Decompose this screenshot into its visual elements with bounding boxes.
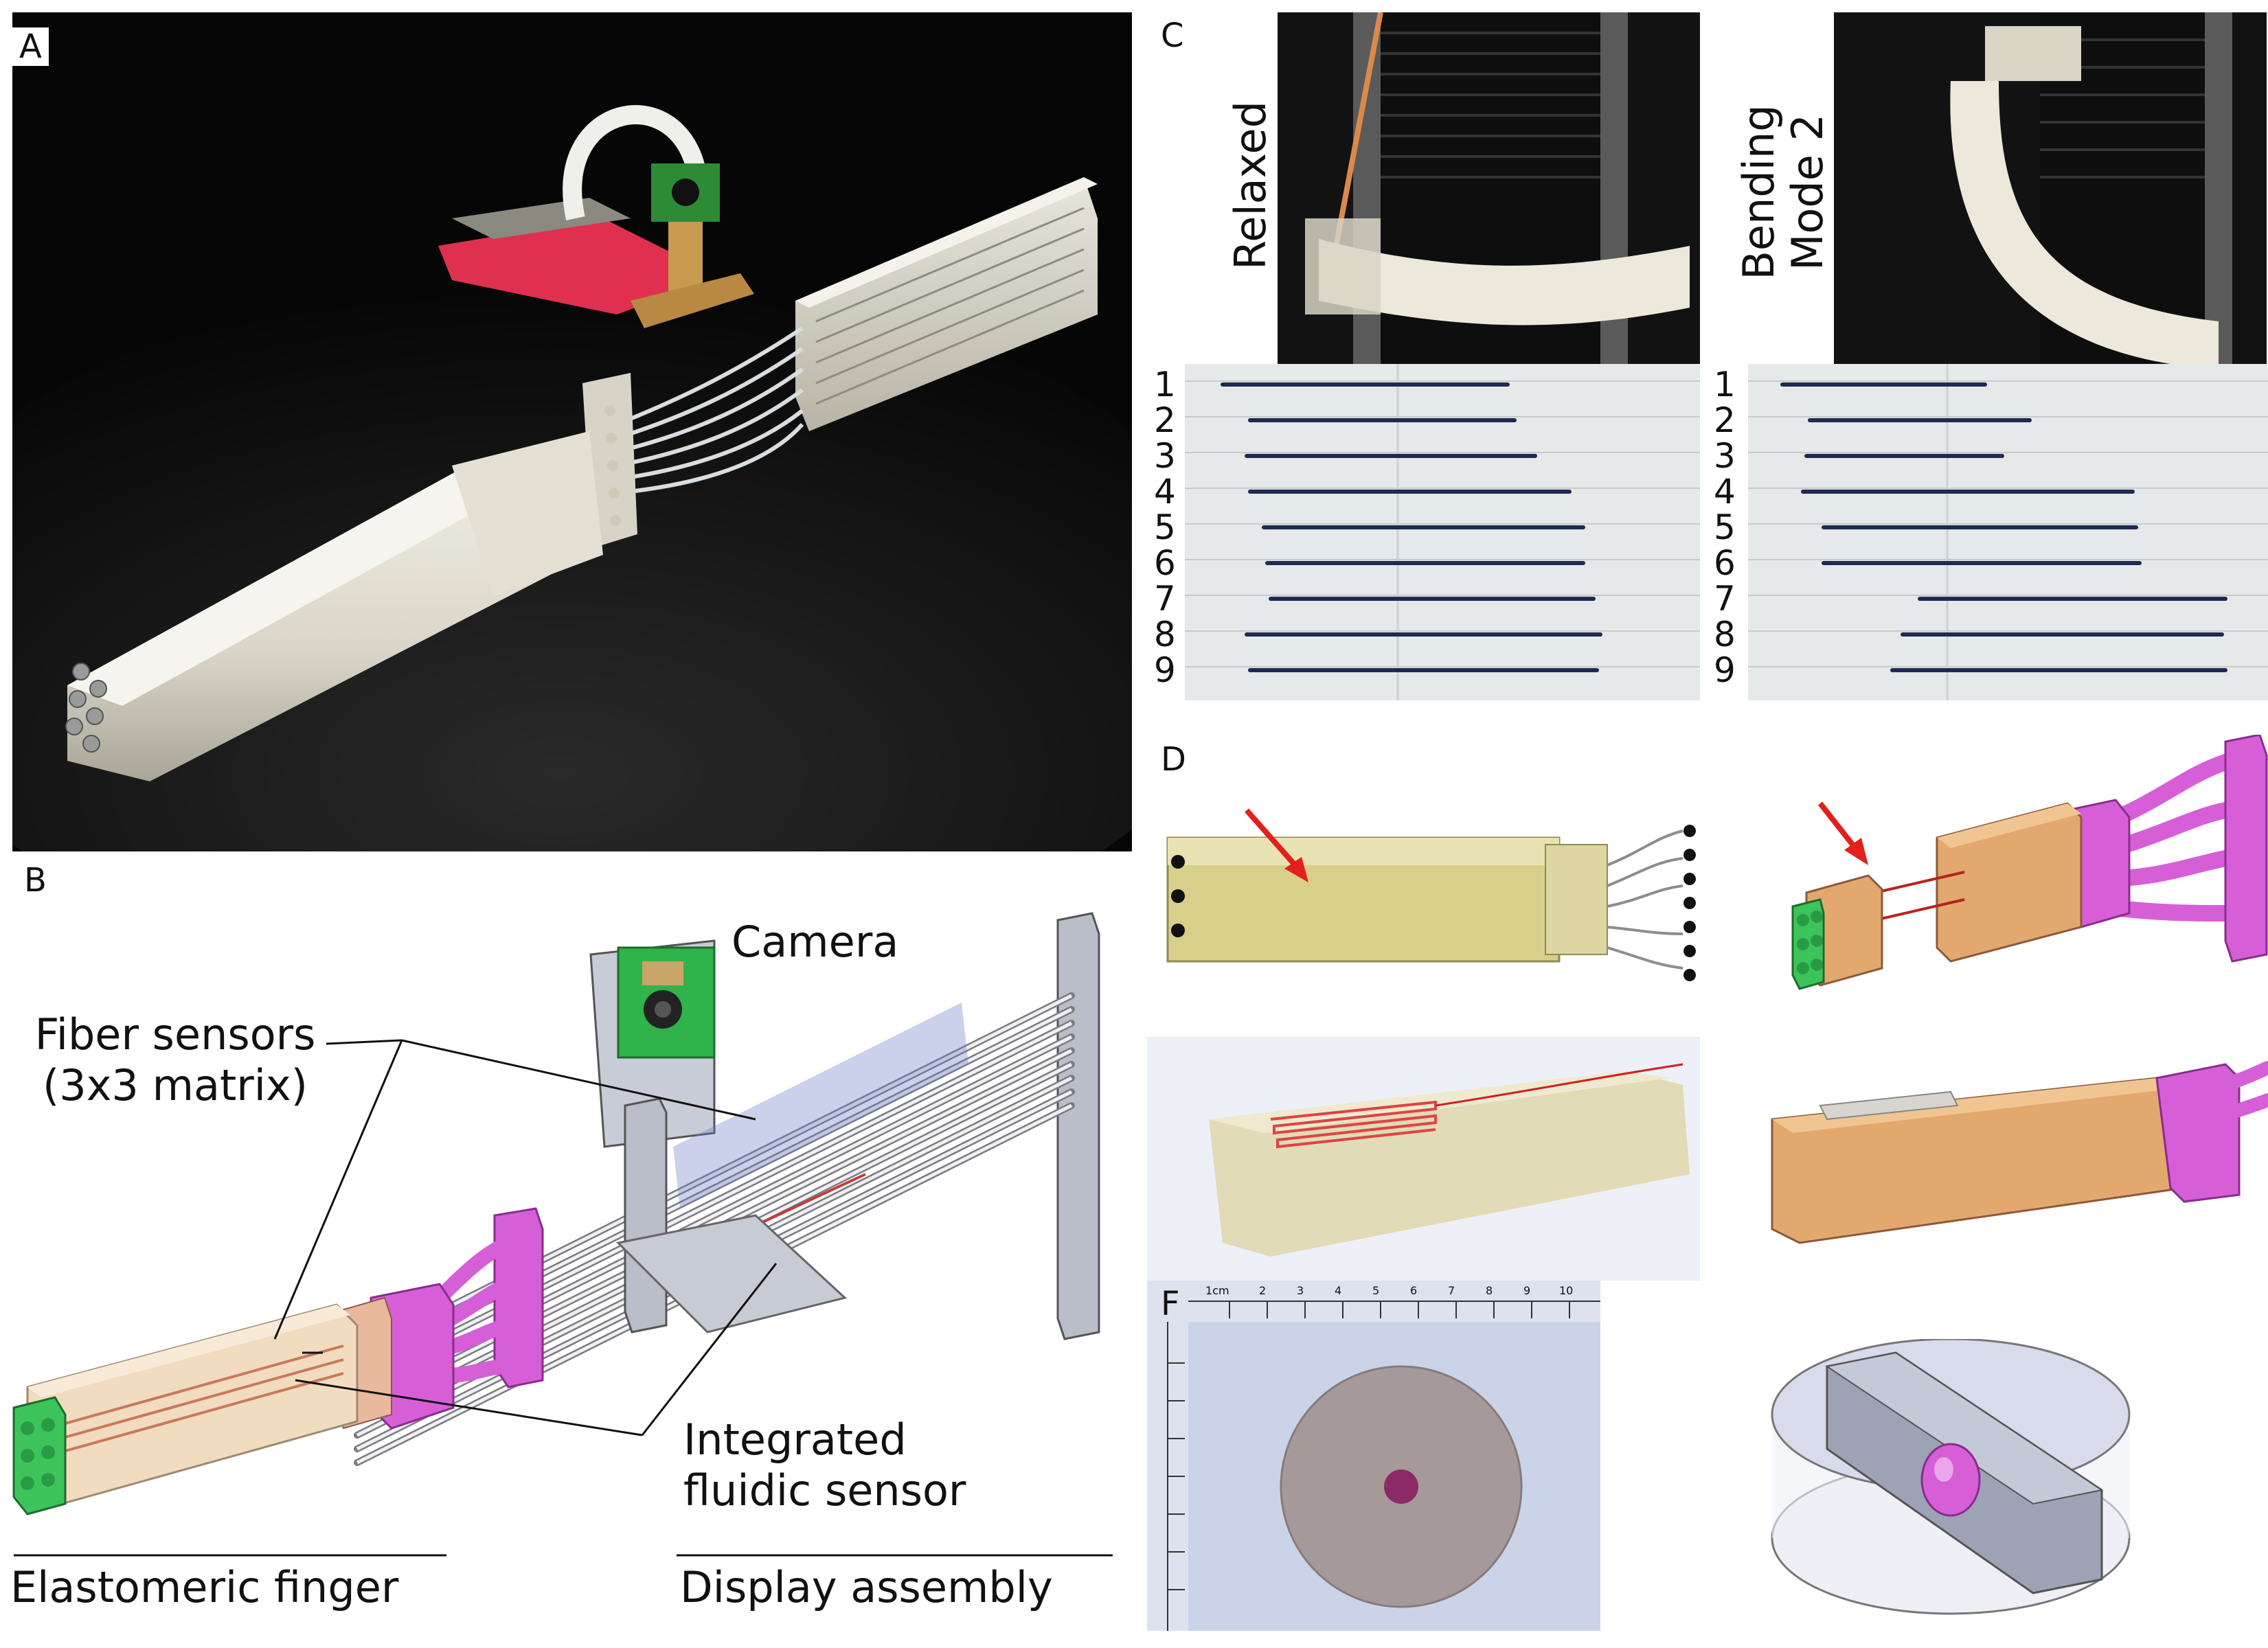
panel-f-photo [1147, 1281, 1600, 1631]
fiber-index: 6 [1714, 543, 1736, 583]
camera-label: Camera [732, 917, 899, 967]
fluidic-label-line2: fluidic sensor [683, 1465, 966, 1516]
fiber-index: 8 [1714, 615, 1736, 654]
fiber-index: 3 [1154, 436, 1176, 476]
bending-label-line1: Bending [1734, 104, 1784, 280]
relaxed-label: Relaxed [1225, 101, 1275, 270]
ruler-tick: 3 [1297, 1284, 1304, 1297]
cad-assembly-drawing [12, 912, 1113, 1557]
relaxed-photo [1278, 12, 1700, 364]
relaxed-fiber-strip [1185, 364, 1700, 700]
panel-letter-f: F [1161, 1285, 1180, 1323]
sensor-photo [12, 12, 1132, 851]
ruler-tick: 8 [1486, 1284, 1493, 1297]
serpentine-sensor-photo [1209, 1063, 1690, 1257]
arrow-head-icon [1844, 838, 1868, 865]
fiber-index: 5 [1154, 507, 1176, 547]
panel-letter-b: B [24, 861, 47, 900]
bending-finger-image [1950, 12, 2232, 364]
ruler-tick: 9 [1523, 1284, 1531, 1297]
fiber-index: 9 [1714, 650, 1736, 690]
serpentine-sensor-cad [1771, 1061, 2268, 1244]
fiber-index: 3 [1714, 436, 1736, 476]
cavity-section-cad [1771, 1339, 2131, 1615]
display-assembly-label: Display assembly [680, 1562, 1053, 1612]
ruler-tick: 10 [1559, 1284, 1574, 1297]
arrow-head-icon [1284, 857, 1308, 882]
ruler-tick: 7 [1448, 1284, 1455, 1297]
fiber-label-line2: (3x3 matrix) [43, 1060, 308, 1111]
red-arrow [1245, 808, 1300, 871]
fiber-label-line1: Fiber sensors [34, 1009, 316, 1060]
fiber-index: 1 [1714, 365, 1736, 404]
panel-d-cad [1745, 735, 2268, 1023]
panel-letter-c: C [1161, 16, 1184, 55]
fiber-index: 8 [1154, 615, 1176, 654]
fiber-index: 1 [1154, 365, 1176, 404]
ruler-tick: 5 [1372, 1284, 1380, 1297]
fiber-index: 4 [1154, 472, 1176, 512]
bending-fiber-strip [1748, 364, 2268, 700]
fiber-index: 6 [1154, 543, 1176, 583]
ruler-tick: 4 [1335, 1284, 1342, 1297]
panel-f-cad [1758, 1339, 2143, 1627]
ruler-tick: 6 [1410, 1284, 1418, 1297]
relaxed-finger-image [1305, 12, 1690, 364]
fiber-index: 5 [1714, 507, 1736, 547]
ruler-tick: 1cm [1205, 1284, 1229, 1297]
panel-d-photo [1161, 797, 1710, 1009]
fluidic-channel-cad [1791, 735, 2268, 990]
relaxed-fiber-lines [1185, 364, 1700, 700]
panel-a-photo [12, 12, 1132, 851]
fiber-index: 9 [1154, 650, 1176, 690]
fluidic-channel-photo [1166, 808, 1696, 981]
bending-photo [1834, 12, 2267, 364]
panel-b-cad-render [0, 886, 1140, 1648]
fiber-index: 2 [1154, 400, 1176, 440]
panel-letter-d: D [1161, 740, 1186, 779]
fluidic-sensor-label: Integrated fluidic sensor [683, 1415, 966, 1517]
fiber-index: 7 [1154, 579, 1176, 619]
cavity-top-view-photo [1147, 1281, 1600, 1631]
bending-label-line2: Mode 2 [1782, 113, 1833, 271]
fiber-index: 4 [1714, 472, 1736, 512]
fiber-index: 7 [1714, 579, 1736, 619]
panel-letter-a: A [12, 27, 49, 66]
red-arrow-cad [1817, 801, 1861, 854]
ruler-tick: 2 [1259, 1284, 1267, 1297]
fluidic-label-line1: Integrated [683, 1415, 907, 1465]
bending-mode-label: Bending Mode 2 [1734, 89, 1833, 295]
elastomeric-finger-label: Elastomeric finger [10, 1562, 399, 1612]
fiber-index: 2 [1714, 400, 1736, 440]
panel-e-photo [1147, 1037, 1700, 1281]
fiber-sensors-label: Fiber sensors (3x3 matrix) [10, 1009, 340, 1112]
bending-fiber-lines [1748, 364, 2268, 700]
panel-e-cad [1745, 1037, 2268, 1270]
